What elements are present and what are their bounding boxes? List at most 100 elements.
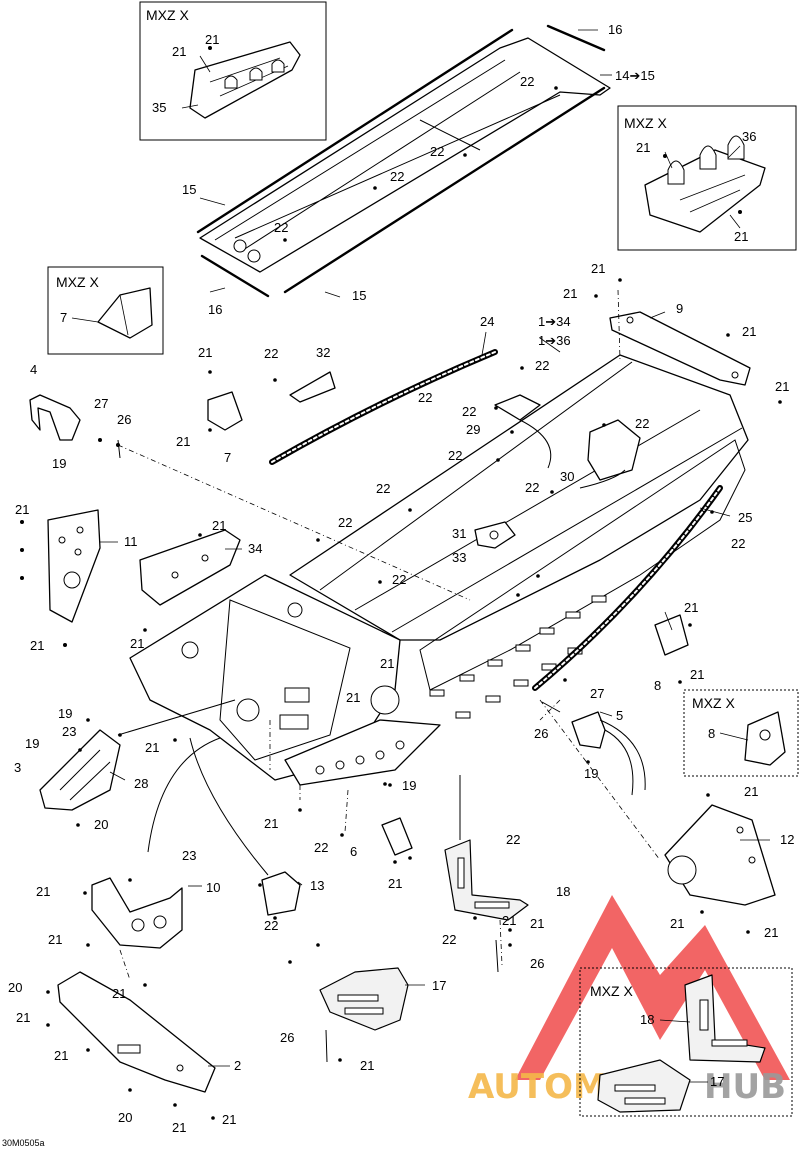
callout-label: 22 — [418, 390, 432, 405]
callout-label: 21 — [775, 379, 789, 394]
callout-label: 1➔34 — [538, 314, 571, 329]
callout-label: 22 — [731, 536, 745, 551]
tunnel-main — [129, 354, 749, 786]
fasteners — [20, 46, 782, 1120]
callout-label: 22 — [376, 481, 390, 496]
bracket-29 — [494, 394, 541, 421]
callout-label: 21 — [530, 916, 544, 931]
callout-label: 21 — [15, 502, 29, 517]
callout-label: 21 — [48, 932, 62, 947]
callout-label: 2 — [234, 1058, 241, 1073]
callout-label: 22 — [338, 515, 352, 530]
callout-label: 22 — [635, 416, 649, 431]
bracket-30 — [587, 419, 641, 481]
callout-label: 6 — [350, 844, 357, 859]
callout-label: 22 — [535, 358, 549, 373]
callout-label: 19 — [25, 736, 39, 751]
callout-label: 24 — [480, 314, 494, 329]
callout-label: 31 — [452, 526, 466, 541]
callout-label: 21 — [36, 884, 50, 899]
callout-label: 1➔36 — [538, 333, 571, 348]
callout-label: 14➔15 — [615, 68, 655, 83]
callout-label: 21 — [172, 1120, 186, 1135]
callout-label: 4 — [30, 362, 37, 377]
callout-label: 21 — [172, 44, 186, 59]
inset-title: MXZ X — [624, 115, 667, 131]
callout-label: 21 — [222, 1112, 236, 1127]
callout-label: 21 — [54, 1048, 68, 1063]
callout-label: 27 — [94, 396, 108, 411]
callout-label: 22 — [264, 346, 278, 361]
callout-label: 21 — [264, 816, 278, 831]
callout-label: 21 — [112, 986, 126, 1001]
inset-title: MXZ X — [692, 695, 735, 711]
inset-title: MXZ X — [146, 7, 189, 23]
callout-label: 12 — [780, 832, 794, 847]
callout-label: 22 — [462, 404, 476, 419]
steering-arm-4 — [29, 394, 81, 441]
slider-25 — [532, 485, 723, 691]
callout-label: 21 — [591, 261, 605, 276]
callout-label: 21 — [670, 916, 684, 931]
callout-label: 18 — [640, 1012, 654, 1027]
callout-label: 26 — [534, 726, 548, 741]
callout-label: 21 — [212, 518, 226, 533]
callout-label: 26 — [117, 412, 131, 427]
callout-label: 25 — [738, 510, 752, 525]
callout-label: 21 — [360, 1058, 374, 1073]
callout-label: 29 — [466, 422, 480, 437]
callout-label: 27 — [590, 686, 604, 701]
steering-arm-5 — [571, 711, 646, 796]
inset-box-35: MXZ X — [139, 1, 327, 141]
callout-label: 16 — [608, 22, 622, 37]
callout-label: 22 — [390, 169, 404, 184]
watermark-brand-b: HUB — [704, 1067, 786, 1107]
callout-label: 33 — [452, 550, 466, 565]
callout-label: 21 — [684, 600, 698, 615]
callout-label: 7 — [224, 450, 231, 465]
callout-label: 36 — [742, 129, 756, 144]
callout-label: 28 — [134, 776, 148, 791]
plate-11 — [47, 509, 101, 623]
callout-label: 32 — [316, 345, 330, 360]
reference-lines — [117, 289, 661, 981]
callout-label: 17 — [710, 1074, 724, 1089]
callout-label: 30 — [560, 469, 574, 484]
callout-label: 8 — [708, 726, 715, 741]
bracket-34 — [139, 529, 241, 606]
callout-label: 22 — [442, 932, 456, 947]
callout-label: 19 — [52, 456, 66, 471]
inset-title: MXZ X — [56, 274, 99, 290]
watermark-logo-icon — [515, 895, 790, 1080]
callout-label: 15 — [352, 288, 366, 303]
callout-label: 21 — [380, 656, 394, 671]
callout-label: 23 — [182, 848, 196, 863]
callout-label: 21 — [30, 638, 44, 653]
callout-label: 23 — [62, 724, 76, 739]
callout-label: 21 — [130, 636, 144, 651]
callout-label: 8 — [654, 678, 661, 693]
callout-label: 21 — [742, 324, 756, 339]
callout-label: 26 — [280, 1030, 294, 1045]
callout-label: 26 — [530, 956, 544, 971]
callout-label: 21 — [198, 345, 212, 360]
callout-label: 35 — [152, 100, 166, 115]
callout-label: 5 — [616, 708, 623, 723]
inset-box-7: MXZ X — [47, 266, 164, 355]
callout-label: 15 — [182, 182, 196, 197]
callout-label: 34 — [248, 541, 262, 556]
callout-label: 21 — [690, 667, 704, 682]
callout-label: 10 — [206, 880, 220, 895]
callout-label: 22 — [430, 144, 444, 159]
inset-box-8: MXZ X — [683, 689, 799, 777]
callout-label: 19 — [58, 706, 72, 721]
callout-leaders — [100, 29, 770, 1067]
callout-label: 21 — [16, 1010, 30, 1025]
callout-label: 21 — [764, 925, 778, 940]
callout-label: 18 — [556, 884, 570, 899]
callout-label: 22 — [264, 918, 278, 933]
inset-box-18: MXZ X — [579, 967, 793, 1117]
inset-box-36: MXZ X — [617, 105, 797, 251]
callout-label: 21 — [388, 876, 402, 891]
